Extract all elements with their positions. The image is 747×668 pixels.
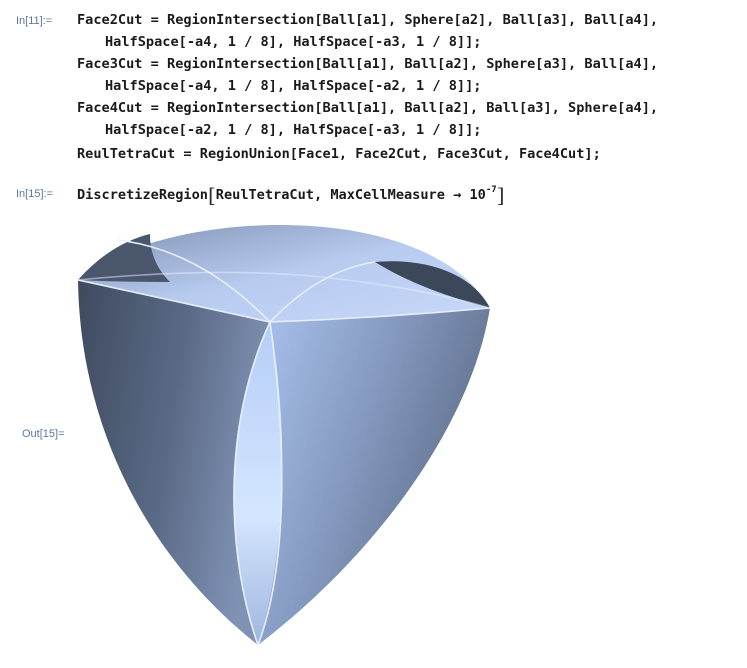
code-line-1: Face2Cut = RegionIntersection[Ball[a1], … bbox=[77, 12, 659, 28]
open-bracket: [ bbox=[207, 183, 216, 207]
left-face bbox=[78, 280, 270, 645]
top-right-notch bbox=[375, 261, 490, 308]
cell-label-in15: In[15]:= bbox=[16, 188, 54, 200]
center-face bbox=[233, 322, 283, 645]
code-args: ReulTetraCut, MaxCellMeasure → 10 bbox=[215, 187, 486, 203]
code-line-6: HalfSpace[-a2, 1 / 8], HalfSpace[-a3, 1 … bbox=[105, 122, 482, 138]
exponent: -7 bbox=[485, 185, 497, 195]
right-face bbox=[258, 308, 490, 645]
close-bracket: ] bbox=[496, 183, 505, 207]
code-line-4: HalfSpace[-a4, 1 / 8], HalfSpace[-a2, 1 … bbox=[105, 78, 482, 94]
cell-label-in11: In[11]:= bbox=[16, 15, 53, 27]
code-function: DiscretizeRegion bbox=[77, 187, 208, 203]
code-line-5: Face4Cut = RegionIntersection[Ball[a1], … bbox=[77, 100, 659, 116]
code-line-2: HalfSpace[-a4, 1 / 8], HalfSpace[-a3, 1 … bbox=[105, 34, 482, 50]
edge-lines bbox=[77, 239, 491, 646]
code-line-3: Face3Cut = RegionIntersection[Ball[a1], … bbox=[77, 56, 659, 72]
code-line-7: ReulTetraCut = RegionUnion[Face1, Face2C… bbox=[77, 146, 601, 162]
code-block-15[interactable]: DiscretizeRegion[ReulTetraCut, MaxCellMe… bbox=[77, 183, 505, 207]
code-block-11[interactable]: Face2Cut = RegionIntersection[Ball[a1], … bbox=[0, 0, 658, 162]
cell-label-out15: Out[15]= bbox=[22, 428, 65, 440]
